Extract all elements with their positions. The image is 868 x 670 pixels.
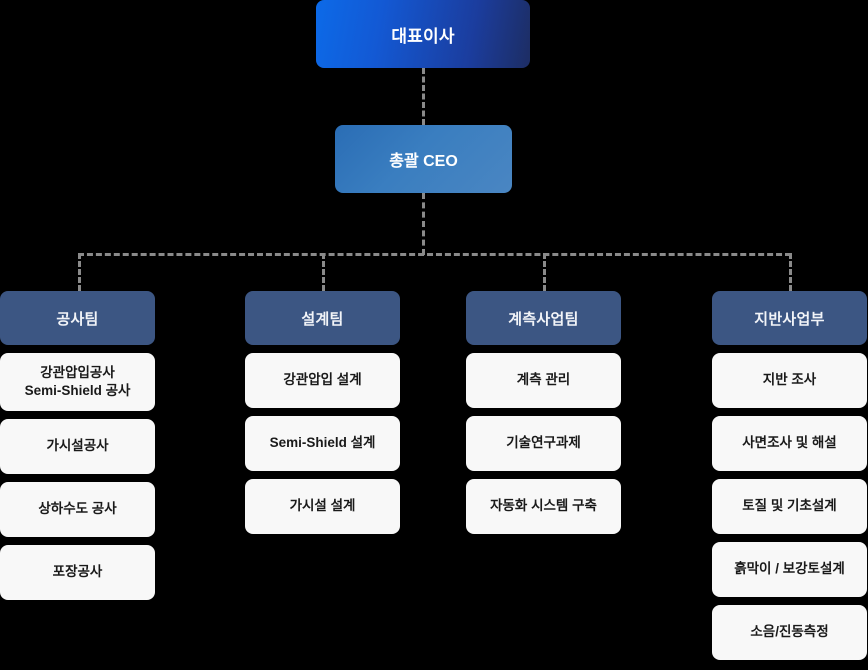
node-general-ceo[interactable]: 총괄 CEO	[335, 125, 512, 193]
department-header-design[interactable]: 설계팀	[245, 291, 400, 345]
connector-executive-to-ceo	[422, 68, 425, 125]
department-column-2: 설계팀 강관압입 설계 Semi-Shield 설계 가시설 설계	[245, 291, 400, 534]
department-header-label: 계측사업팀	[508, 310, 579, 328]
list-item[interactable]: 사면조사 및 해설	[712, 416, 867, 471]
department-header-label: 설계팀	[301, 310, 344, 328]
department-header-measurement[interactable]: 계측사업팀	[466, 291, 621, 345]
department-items-3: 계측 관리 기술연구과제 자동화 시스템 구축	[466, 353, 621, 534]
connector-ceo-to-bus	[422, 193, 425, 255]
list-item[interactable]: 자동화 시스템 구축	[466, 479, 621, 534]
list-item[interactable]: 상하수도 공사	[0, 482, 155, 537]
connector-drop-department-4	[789, 253, 792, 291]
list-item[interactable]: 소음/진동측정	[712, 605, 867, 660]
list-item[interactable]: Semi-Shield 설계	[245, 416, 400, 471]
list-item[interactable]: 강관압입 설계	[245, 353, 400, 408]
list-item[interactable]: 흙막이 / 보강토설계	[712, 542, 867, 597]
department-header-construction[interactable]: 공사팀	[0, 291, 155, 345]
list-item[interactable]: 가시설공사	[0, 419, 155, 474]
department-column-4: 지반사업부 지반 조사 사면조사 및 해설 토질 및 기초설계 흙막이 / 보강…	[712, 291, 867, 660]
department-items-2: 강관압입 설계 Semi-Shield 설계 가시설 설계	[245, 353, 400, 534]
department-items-4: 지반 조사 사면조사 및 해설 토질 및 기초설계 흙막이 / 보강토설계 소음…	[712, 353, 867, 660]
department-header-label: 공사팀	[56, 310, 99, 328]
connector-drop-department-1	[78, 253, 81, 291]
connector-drop-department-3	[543, 253, 546, 291]
node-executive-director[interactable]: 대표이사	[316, 0, 530, 68]
list-item[interactable]: 기술연구과제	[466, 416, 621, 471]
department-header-geotechnical[interactable]: 지반사업부	[712, 291, 867, 345]
list-item[interactable]: 계측 관리	[466, 353, 621, 408]
department-header-label: 지반사업부	[754, 310, 825, 328]
connector-horizontal-bus	[78, 253, 791, 256]
node-general-ceo-label: 총괄 CEO	[389, 153, 458, 170]
list-item[interactable]: 가시설 설계	[245, 479, 400, 534]
list-item[interactable]: 토질 및 기초설계	[712, 479, 867, 534]
list-item[interactable]: 지반 조사	[712, 353, 867, 408]
node-executive-director-label: 대표이사	[391, 26, 455, 46]
list-item[interactable]: 포장공사	[0, 545, 155, 600]
connector-drop-department-2	[322, 253, 325, 291]
department-column-3: 계측사업팀 계측 관리 기술연구과제 자동화 시스템 구축	[466, 291, 621, 534]
